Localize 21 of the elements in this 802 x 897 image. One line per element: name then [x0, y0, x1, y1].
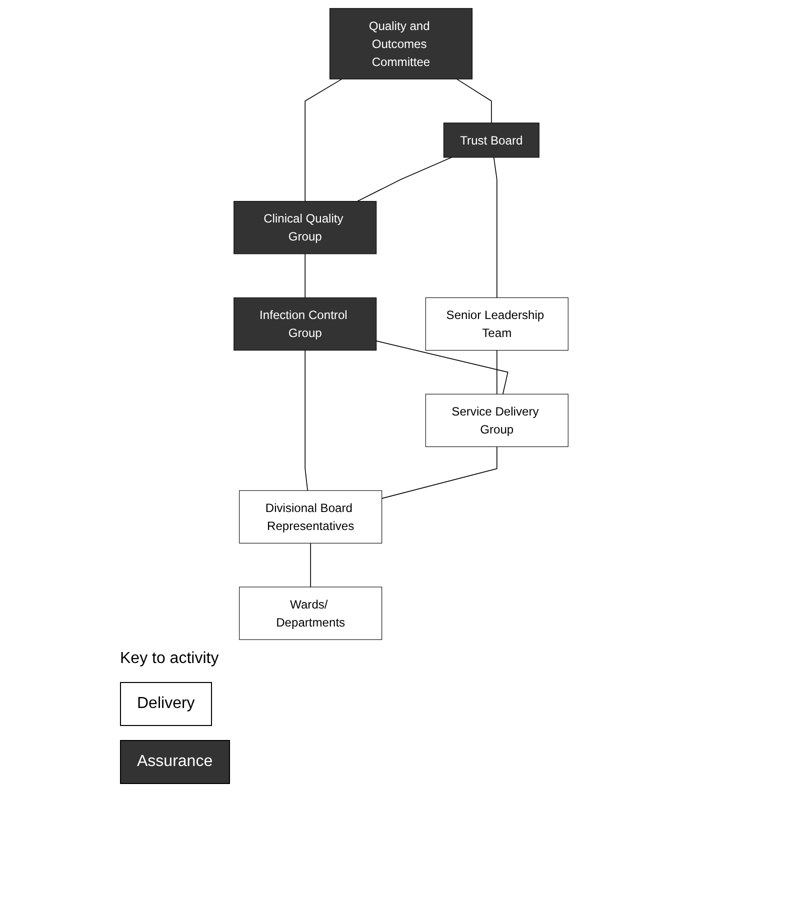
node-box: Service Delivery Group	[425, 394, 568, 448]
node-box: Senior Leadership Team	[425, 297, 568, 351]
connector	[496, 350, 498, 395]
connector	[357, 157, 452, 202]
node-box: Divisional Board Representatives	[239, 490, 382, 544]
connector	[376, 340, 508, 395]
connector	[310, 542, 311, 588]
legend-text: Delivery	[137, 695, 195, 712]
connector	[381, 446, 498, 499]
legend-text: Assurance	[137, 753, 213, 770]
connector	[304, 253, 306, 298]
connector	[304, 78, 342, 202]
node-box: Trust Board	[443, 122, 540, 158]
node-box: Quality and Outcomes Committee	[330, 8, 472, 80]
connector	[304, 350, 308, 491]
legend-heading: Key to activity	[120, 650, 219, 668]
connector	[456, 78, 492, 124]
node-box: Infection Control Group	[234, 297, 377, 351]
node-box: Wards/ Departments	[239, 586, 382, 640]
node-box: Clinical Quality Group	[234, 200, 377, 254]
connector	[493, 157, 498, 298]
